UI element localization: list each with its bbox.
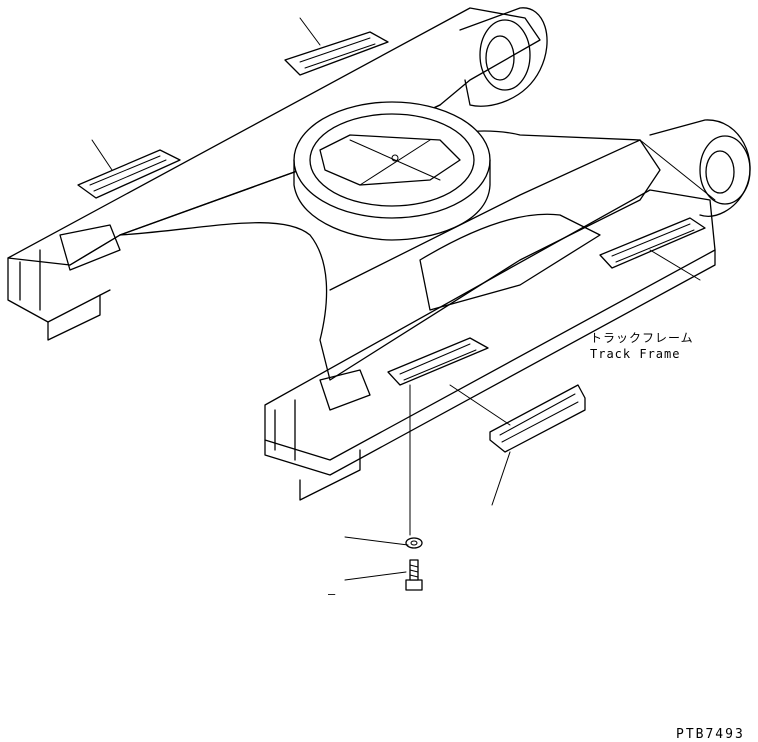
- swing-circle: [293, 101, 491, 241]
- drawing-code: PTB7493: [676, 727, 745, 742]
- idler-lower: [649, 119, 751, 217]
- leader-lines: [91, 17, 716, 581]
- frame-body: [7, 7, 716, 501]
- dash-mark: –: [328, 587, 336, 601]
- step-plate-part: [489, 384, 586, 453]
- step-plates: [77, 31, 706, 386]
- bolt: [405, 559, 423, 591]
- idler-upper: [459, 7, 548, 107]
- track-frame-jp-label: トラックフレーム: [590, 331, 694, 345]
- washer: [405, 537, 423, 549]
- track-frame-en-label: Track Frame: [590, 347, 680, 361]
